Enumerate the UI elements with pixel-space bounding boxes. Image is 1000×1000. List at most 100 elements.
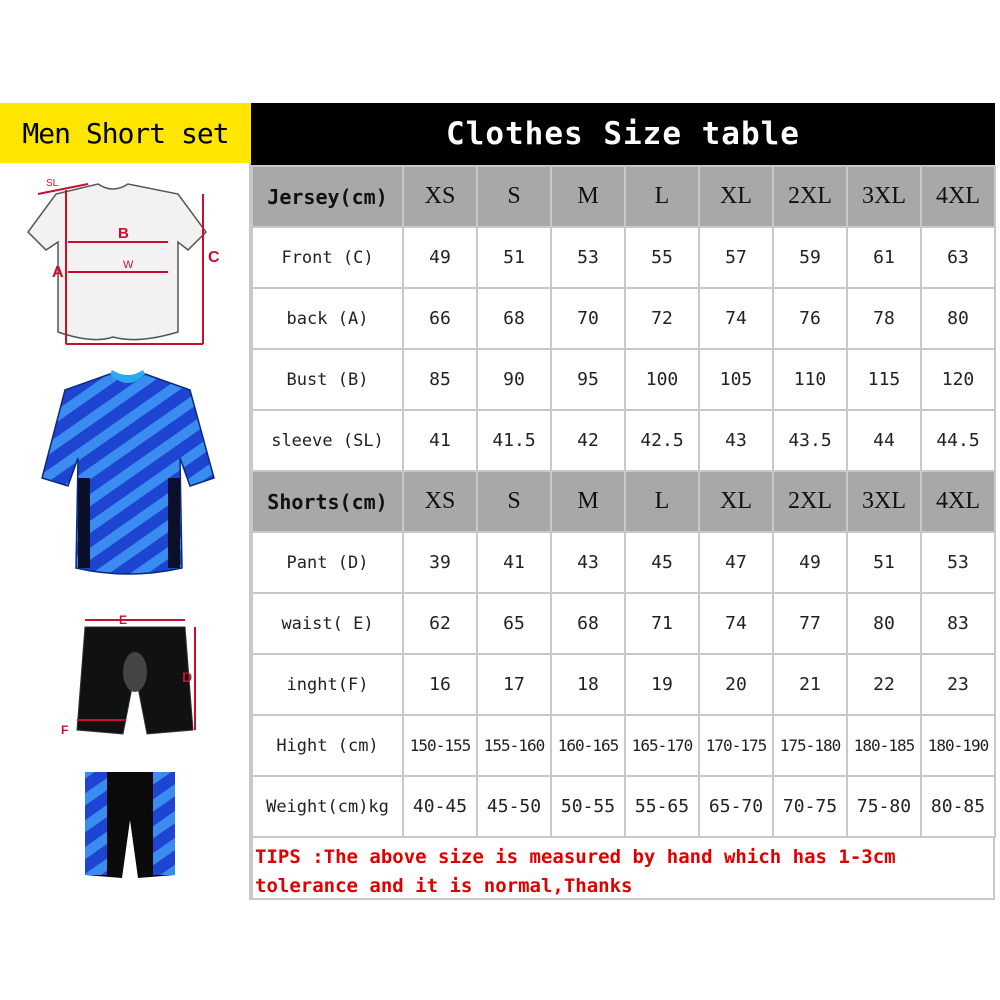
table-cell: 83: [920, 592, 996, 655]
shorts-header-label: Shorts(cm): [251, 470, 404, 533]
size-header: XL: [698, 165, 774, 228]
table-cell: 49: [402, 226, 478, 289]
table-cell: 19: [624, 653, 700, 716]
table-cell: 43: [550, 531, 626, 594]
table-cell: 95: [550, 348, 626, 411]
diagram-label-sl: SL: [46, 178, 59, 189]
table-cell: 110: [772, 348, 848, 411]
size-header: 4XL: [920, 165, 996, 228]
table-cell: 40-45: [402, 775, 478, 838]
table-row: Pant (D) 39 41 43 45 47 49 51 53: [251, 531, 996, 594]
diagram-label-w: W: [123, 259, 134, 271]
table-cell: 21: [772, 653, 848, 716]
table-cell: 43.5: [772, 409, 848, 472]
table-cell: 80-85: [920, 775, 996, 838]
size-header: XS: [402, 165, 478, 228]
table-row: Hight (cm) 150-155 155-160 160-165 165-1…: [251, 714, 996, 777]
table-cell: 41: [402, 409, 478, 472]
diagram-label-a: A: [52, 264, 64, 281]
table-cell: 63: [920, 226, 996, 289]
size-header: 2XL: [772, 165, 848, 228]
size-table: Jersey(cm) XS S M L XL 2XL 3XL 4XL Front…: [251, 165, 996, 838]
table-cell: 39: [402, 531, 478, 594]
table-cell: 74: [698, 287, 774, 350]
table-row: waist( E) 62 65 68 71 74 77 80 83: [251, 592, 996, 655]
row-label: Weight(cm)kg: [251, 775, 404, 838]
table-cell: 170-175: [698, 714, 774, 777]
row-label: waist( E): [251, 592, 404, 655]
table-cell: 66: [402, 287, 478, 350]
shorts-measurement-diagram: E D F: [61, 613, 196, 737]
table-cell: 43: [698, 409, 774, 472]
table-cell: 76: [772, 287, 848, 350]
table-cell: 41.5: [476, 409, 552, 472]
diagram-label-f: F: [61, 723, 68, 737]
table-row: Front (C) 49 51 53 55 57 59 61 63: [251, 226, 996, 289]
size-header: 2XL: [772, 470, 848, 533]
diagram-label-b: B: [118, 225, 129, 242]
set-title: Men Short set: [0, 103, 251, 163]
row-label: Front (C): [251, 226, 404, 289]
table-cell: 22: [846, 653, 922, 716]
size-header: XL: [698, 470, 774, 533]
table-cell: 74: [698, 592, 774, 655]
row-label: sleeve (SL): [251, 409, 404, 472]
table-cell: 180-190: [920, 714, 996, 777]
size-header: L: [624, 470, 700, 533]
diagram-label-c: C: [208, 249, 220, 266]
table-title: Clothes Size table: [251, 103, 995, 165]
table-cell: 45-50: [476, 775, 552, 838]
table-cell: 155-160: [476, 714, 552, 777]
jersey-illustration: [41, 370, 215, 575]
row-label: Hight (cm): [251, 714, 404, 777]
table-cell: 90: [476, 348, 552, 411]
table-cell: 53: [920, 531, 996, 594]
row-label: inght(F): [251, 653, 404, 716]
table-cell: 105: [698, 348, 774, 411]
table-cell: 70-75: [772, 775, 848, 838]
table-cell: 75-80: [846, 775, 922, 838]
size-header: M: [550, 165, 626, 228]
table-cell: 120: [920, 348, 996, 411]
table-cell: 42.5: [624, 409, 700, 472]
table-cell: 68: [550, 592, 626, 655]
table-cell: 175-180: [772, 714, 848, 777]
figure-column: [0, 163, 251, 900]
size-header: 4XL: [920, 470, 996, 533]
table-cell: 150-155: [402, 714, 478, 777]
jersey-measurement-diagram: SL B W A C: [27, 178, 220, 345]
row-label: back (A): [251, 287, 404, 350]
table-row: Bust (B) 85 90 95 100 105 110 115 120: [251, 348, 996, 411]
table-cell: 65: [476, 592, 552, 655]
jersey-header-label: Jersey(cm): [251, 165, 404, 228]
size-header: 3XL: [846, 470, 922, 533]
table-cell: 65-70: [698, 775, 774, 838]
table-cell: 70: [550, 287, 626, 350]
size-header: M: [550, 470, 626, 533]
size-header: L: [624, 165, 700, 228]
table-cell: 61: [846, 226, 922, 289]
table-cell: 80: [846, 592, 922, 655]
shorts-illustration: [85, 772, 175, 878]
table-cell: 51: [476, 226, 552, 289]
table-cell: 47: [698, 531, 774, 594]
table-cell: 44.5: [920, 409, 996, 472]
table-cell: 115: [846, 348, 922, 411]
table-cell: 53: [550, 226, 626, 289]
table-cell: 77: [772, 592, 848, 655]
size-header: S: [476, 165, 552, 228]
table-cell: 17: [476, 653, 552, 716]
size-header: S: [476, 470, 552, 533]
table-cell: 42: [550, 409, 626, 472]
table-cell: 72: [624, 287, 700, 350]
table-cell: 160-165: [550, 714, 626, 777]
table-cell: 55-65: [624, 775, 700, 838]
table-cell: 18: [550, 653, 626, 716]
table-cell: 78: [846, 287, 922, 350]
size-header: XS: [402, 470, 478, 533]
table-row: sleeve (SL) 41 41.5 42 42.5 43 43.5 44 4…: [251, 409, 996, 472]
table-row: inght(F) 16 17 18 19 20 21 22 23: [251, 653, 996, 716]
table-cell: 55: [624, 226, 700, 289]
table-cell: 49: [772, 531, 848, 594]
table-cell: 59: [772, 226, 848, 289]
